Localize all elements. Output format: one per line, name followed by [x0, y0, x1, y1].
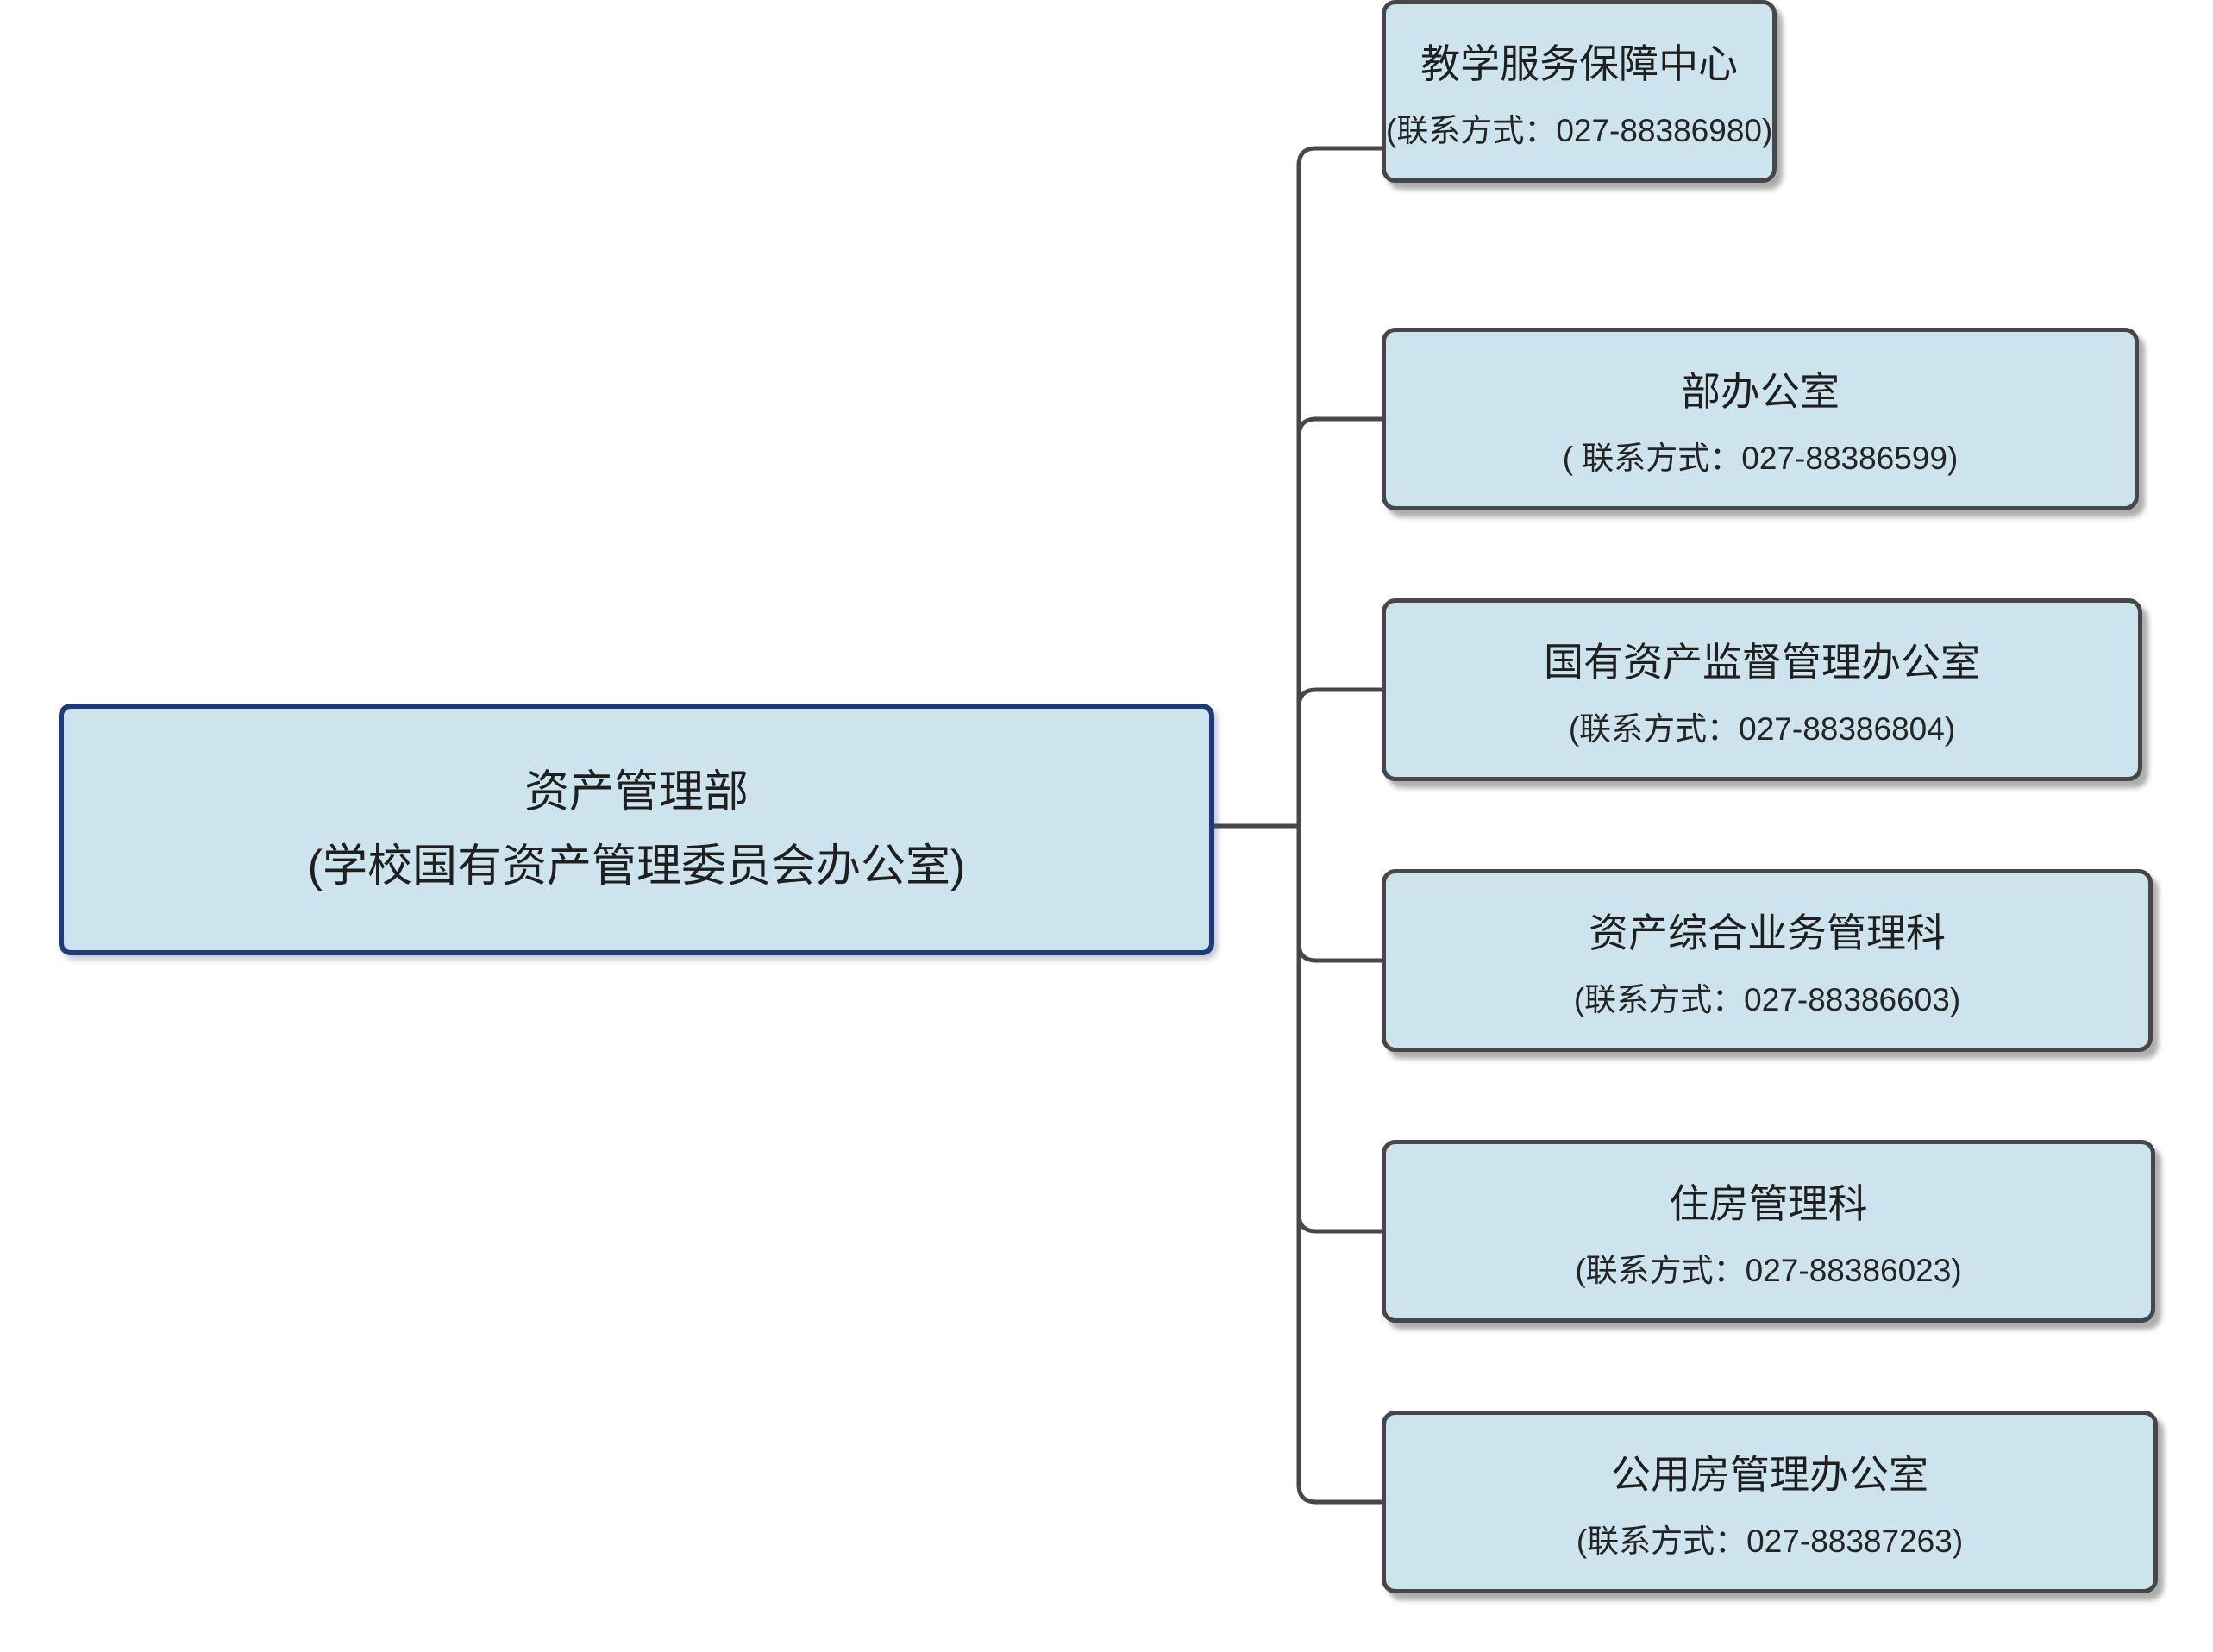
node-contact: (联系方式：027-88386023) [1575, 1252, 1962, 1288]
org-node-teaching-service-support-center: 教学服务保障中心 (联系方式：027-88386980) [1382, 0, 1777, 183]
node-contact: (联系方式：027-88386603) [1573, 981, 1961, 1017]
node-contact: ( 联系方式：027-88386599) [1562, 440, 1959, 476]
elbow-line-6 [1296, 826, 1383, 1505]
elbow-line-2 [1296, 416, 1383, 826]
node-contact: (联系方式：027-88387263) [1576, 1523, 1964, 1559]
elbow-line-3 [1296, 687, 1383, 826]
elbow-line-4 [1296, 826, 1383, 963]
node-contact: (联系方式：027-88386980) [1386, 112, 1773, 148]
node-title: 部办公室 [1681, 368, 1840, 414]
root-node-subtitle: (学校国有资产管理委员会办公室) [307, 842, 966, 892]
org-node-state-asset-supervision-office: 国有资产监督管理办公室 (联系方式：027-88386804) [1382, 598, 2142, 781]
node-title: 资产综合业务管理科 [1589, 910, 1946, 955]
node-title: 公用房管理办公室 [1611, 1451, 1928, 1497]
root-node-asset-management-dept: 资产管理部 (学校国有资产管理委员会办公室) [59, 704, 1214, 955]
elbow-line-1 [1296, 146, 1383, 826]
node-title: 教学服务保障中心 [1420, 41, 1739, 86]
org-node-housing-management-section: 住房管理科 (联系方式：027-88386023) [1382, 1140, 2155, 1323]
elbow-line-5 [1296, 826, 1383, 1234]
org-node-asset-comprehensive-business-section: 资产综合业务管理科 (联系方式：027-88386603) [1382, 869, 2153, 1052]
node-title: 国有资产监督管理办公室 [1544, 639, 1980, 685]
org-node-dept-office: 部办公室 ( 联系方式：027-88386599) [1382, 328, 2139, 510]
node-contact: (联系方式：027-88386804) [1568, 710, 1956, 747]
root-node-title: 资产管理部 [523, 767, 749, 817]
node-title: 住房管理科 [1669, 1180, 1868, 1226]
org-node-public-housing-management-office: 公用房管理办公室 (联系方式：027-88387263) [1382, 1411, 2158, 1593]
